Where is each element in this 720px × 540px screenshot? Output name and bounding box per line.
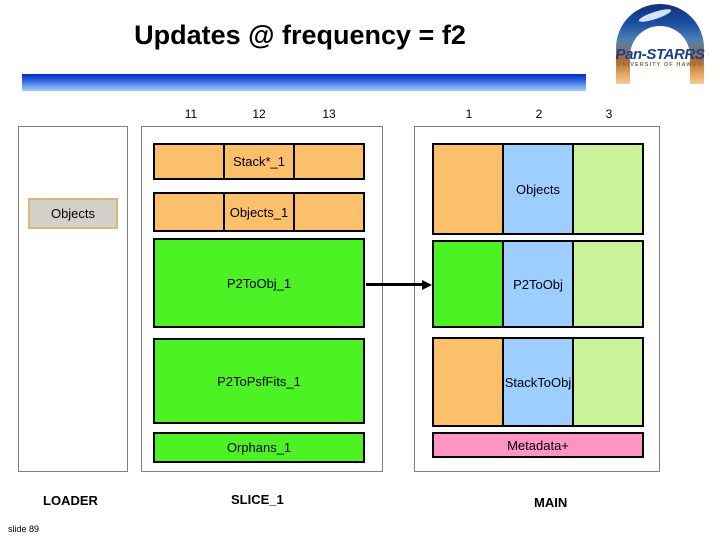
main-scale-number-1: 1: [465, 107, 473, 121]
main-block-stacktoobj-seg-1: [434, 339, 502, 425]
slice-block-objects[interactable]: Objects_1: [153, 192, 365, 232]
slice-block-objects-seg-3: [293, 194, 363, 230]
logo-wordmark: Pan-STARRS: [615, 46, 705, 63]
loader-objects-box[interactable]: Objects: [28, 198, 118, 229]
main-block-stacktoobj-seg-3: [572, 339, 642, 425]
slice-block-orphans[interactable]: Orphans_1: [153, 432, 365, 463]
main-scale-number-2: 2: [535, 107, 543, 121]
logo-comet-streak-icon: [637, 6, 673, 25]
slice-block-orphans-seg-1: [155, 434, 363, 461]
slice-block-p2topsffits-seg-1: [155, 340, 363, 422]
slide-number: slide 89: [8, 524, 40, 534]
main-block-stacktoobj-seg-2: [502, 339, 572, 425]
loader-caption: LOADER: [43, 493, 98, 508]
main-block-p2toobj[interactable]: P2ToObj: [432, 240, 644, 328]
slice-block-p2toobj[interactable]: P2ToObj_1: [153, 238, 365, 328]
slice-block-objects-seg-1: [155, 194, 223, 230]
slice-block-objects-seg-2: [223, 194, 293, 230]
main-block-p2toobj-seg-3: [572, 242, 642, 326]
logo-arc-icon: [616, 4, 704, 84]
slice-block-p2topsffits[interactable]: P2ToPsfFits_1: [153, 338, 365, 424]
main-block-objects[interactable]: Objects: [432, 143, 644, 235]
main-block-stacktoobj[interactable]: StackToObj: [432, 337, 644, 427]
main-caption: MAIN: [534, 495, 568, 510]
arrow-line: [366, 283, 424, 286]
main-block-metadata[interactable]: Metadata+: [432, 432, 644, 458]
slice-to-main-arrow-icon: [366, 280, 434, 290]
slice-scale-number-2: 12: [252, 107, 266, 121]
slice-block-stack-seg-3: [293, 145, 363, 178]
main-scale-number-3: 3: [605, 107, 613, 121]
loader-objects-label: Objects: [50, 206, 96, 221]
logo-arc-cutout: [630, 26, 690, 84]
main-block-objects-seg-3: [572, 145, 642, 233]
slice-caption: SLICE_1: [231, 492, 284, 507]
main-block-metadata-seg-1: [434, 434, 642, 456]
slice-block-stack[interactable]: Stack*_1: [153, 143, 365, 180]
page-title: Updates @ frequency = f2: [134, 20, 466, 50]
title-divider-rule: [22, 74, 586, 91]
main-block-objects-seg-2: [502, 145, 572, 233]
loader-group-frame: [18, 126, 128, 472]
slice-scale-number-3: 13: [322, 107, 336, 121]
logo-subtitle: UNIVERSITY OF HAWAII: [617, 62, 703, 68]
main-block-p2toobj-seg-1: [434, 242, 502, 326]
arrow-head: [422, 280, 432, 290]
slice-scale-number-1: 11: [184, 107, 198, 121]
slice-block-stack-seg-2: [223, 145, 293, 178]
main-block-objects-seg-1: [434, 145, 502, 233]
slice-block-stack-seg-1: [155, 145, 223, 178]
main-block-p2toobj-seg-2: [502, 242, 572, 326]
pan-starrs-logo: Pan-STARRS UNIVERSITY OF HAWAII: [608, 4, 712, 84]
slice-block-p2toobj-seg-1: [155, 240, 363, 326]
